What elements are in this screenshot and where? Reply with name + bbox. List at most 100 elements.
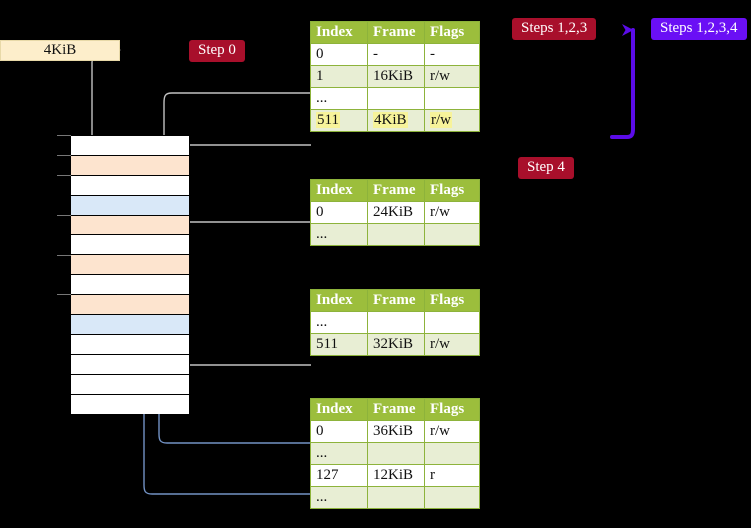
badge-steps-1-2-3-4: Steps 1,2,3,4 — [651, 18, 747, 40]
column-header-index: Index — [310, 21, 368, 44]
cell-frame — [367, 442, 425, 465]
cell-frame — [367, 311, 425, 334]
memory-grid-tick — [57, 254, 71, 256]
cell-index: 511 — [310, 333, 368, 356]
memory-frame-row — [71, 136, 189, 156]
column-header-index: Index — [310, 179, 368, 202]
cell-frame: 12KiB — [367, 464, 425, 487]
connector-l2-row511 — [172, 308, 311, 366]
cell-index: 511 — [310, 109, 368, 132]
connector-4kib-to-memory — [91, 49, 121, 152]
cell-flags — [424, 311, 480, 334]
memory-frame-row — [71, 255, 189, 276]
table-row: 511 4KiB r/w — [310, 109, 480, 132]
cell-index: ... — [310, 223, 368, 246]
column-header-flags: Flags — [424, 289, 480, 312]
cell-index: 0 — [310, 43, 368, 66]
cell-frame — [367, 223, 425, 246]
memory-grid-tick — [57, 214, 71, 216]
cell-index: ... — [310, 486, 368, 509]
cell-index: 0 — [310, 201, 368, 224]
cell-frame: 36KiB — [367, 420, 425, 443]
cell-frame: 16KiB — [367, 65, 425, 88]
cell-frame: 4KiB — [367, 109, 425, 132]
badge-steps-1-2-3: Steps 1,2,3 — [512, 18, 597, 40]
column-header-flags: Flags — [424, 179, 480, 202]
cell-flags: r/w — [424, 201, 480, 224]
column-header-index: Index — [310, 398, 368, 421]
memory-frame-row — [71, 315, 189, 335]
cell-frame: 32KiB — [367, 333, 425, 356]
column-header-flags: Flags — [424, 398, 480, 421]
table-row: ... — [310, 486, 480, 509]
cell-flags: r/w — [424, 109, 480, 132]
memory-frame-row — [71, 275, 189, 296]
cell-frame — [367, 87, 425, 110]
badge-step-0: Step 0 — [189, 40, 245, 62]
column-header-frame: Frame — [367, 398, 425, 421]
badge-step-4: Step 4 — [518, 157, 574, 179]
memory-frame-row — [71, 215, 189, 236]
cell-frame: - — [367, 43, 425, 66]
cell-flags — [424, 442, 480, 465]
column-header-index: Index — [310, 289, 368, 312]
column-header-flags: Flags — [424, 21, 480, 44]
cell-flags — [424, 486, 480, 509]
cell-index: ... — [310, 442, 368, 465]
table-row: ... — [310, 442, 480, 465]
cell-flags: r/w — [424, 420, 480, 443]
memory-grid-tick — [57, 135, 71, 136]
memory-frame-row — [71, 155, 189, 176]
cell-flags — [424, 87, 480, 110]
cell-flags: r/w — [424, 333, 480, 356]
page-size-label: 4KiB — [0, 40, 120, 61]
memory-frame-row — [71, 295, 189, 316]
cell-flags: r/w — [424, 65, 480, 88]
memory-frame-row — [71, 175, 189, 196]
column-header-frame: Frame — [367, 289, 425, 312]
memory-frame-row — [71, 374, 189, 395]
cell-flags: r — [424, 464, 480, 487]
table-row: ... — [310, 87, 480, 110]
table-row: ... — [310, 311, 480, 334]
memory-grid-tick — [57, 174, 71, 176]
connector-l4-row511 — [176, 144, 311, 159]
cell-index: ... — [310, 87, 368, 110]
connector-l3-row0 — [180, 221, 311, 259]
column-header-frame: Frame — [367, 21, 425, 44]
cell-index: ... — [310, 311, 368, 334]
column-header-frame: Frame — [367, 179, 425, 202]
cell-index: 127 — [310, 464, 368, 487]
cell-flags — [424, 223, 480, 246]
cell-index: 1 — [310, 65, 368, 88]
memory-grid-tick — [57, 154, 71, 156]
physical-memory-grid — [70, 135, 190, 415]
cell-index: 0 — [310, 420, 368, 443]
table-row: 0-- — [310, 43, 480, 66]
highlighted-value: 511 — [316, 112, 340, 128]
highlighted-value: 4KiB — [373, 112, 408, 128]
memory-grid-tick — [57, 294, 71, 296]
highlighted-value: r/w — [430, 112, 452, 128]
table-row: ... — [310, 223, 480, 246]
memory-frame-row — [71, 354, 189, 375]
memory-frame-row — [71, 394, 189, 415]
cell-frame: 24KiB — [367, 201, 425, 224]
memory-frame-row — [71, 334, 189, 355]
cell-flags: - — [424, 43, 480, 66]
memory-frame-row — [71, 235, 189, 256]
memory-frame-row — [71, 195, 189, 216]
cell-frame — [367, 486, 425, 509]
